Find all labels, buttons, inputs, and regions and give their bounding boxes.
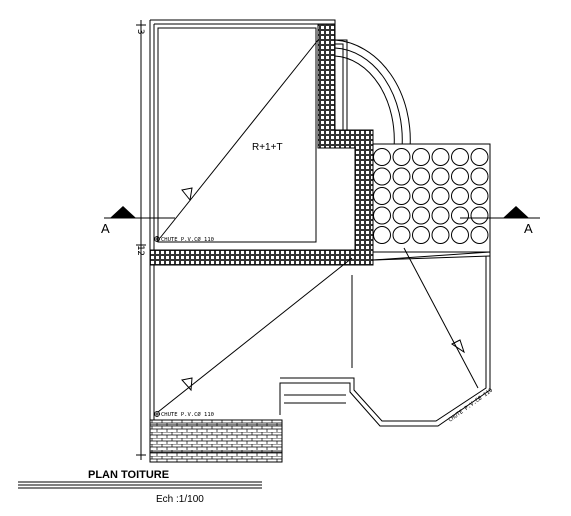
skylight-circle	[412, 226, 430, 244]
dimension-mid-label: 12	[135, 245, 145, 256]
skylight-circle	[392, 226, 411, 244]
skylight-circle	[373, 226, 391, 244]
drain-label-2: CHUTE P.V.CØ 110	[161, 411, 214, 418]
drain-marker-2	[154, 411, 160, 417]
room-label: R+1+T	[252, 142, 283, 153]
skylight-circle	[431, 167, 450, 186]
upper-room-outline	[157, 27, 317, 243]
skylight-circle	[392, 148, 411, 166]
skylight-circle	[431, 187, 450, 205]
skylight-circle	[373, 167, 391, 186]
skylight-circle	[470, 187, 489, 205]
plan-title: PLAN TOITURE	[88, 469, 169, 481]
skylight-circle	[451, 206, 469, 225]
dimension-line-left	[136, 20, 146, 460]
roof-slope-lines	[157, 39, 479, 413]
skylight-circle	[451, 148, 469, 166]
brick-strip	[149, 419, 283, 463]
skylight-circle	[431, 226, 450, 244]
drain-marker-1	[154, 236, 160, 242]
skylight-circle	[431, 148, 450, 166]
section-marker-right	[460, 206, 540, 219]
skylight-panel	[372, 143, 491, 253]
skylight-circle	[412, 148, 430, 166]
drain-label-3: CHUTE P.V.CØ 110	[447, 387, 494, 424]
skylight-circle	[373, 148, 391, 166]
skylight-circle	[392, 167, 411, 186]
skylight-circle	[373, 187, 391, 205]
section-label-left: A	[101, 221, 110, 236]
skylight-circle	[412, 206, 430, 225]
drain-label-1: CHUTE P.V.CØ 110	[161, 236, 214, 243]
scale-label: Ech :1/100	[156, 494, 204, 505]
skylight-circle	[470, 167, 489, 186]
skylight-circle	[470, 226, 489, 244]
skylight-circle	[451, 187, 469, 205]
section-label-right: A	[524, 221, 533, 236]
skylight-circle	[412, 187, 430, 205]
lower-right-outline	[279, 251, 491, 427]
skylight-circle	[373, 206, 391, 225]
skylight-circle	[451, 226, 469, 244]
skylight-circle	[451, 167, 469, 186]
curved-balcony	[334, 39, 411, 149]
skylight-circle	[392, 206, 411, 225]
skylight-circle	[412, 167, 430, 186]
skylight-circle	[470, 148, 489, 166]
skylight-circle	[470, 206, 489, 225]
skylight-circle	[431, 206, 450, 225]
hatched-parapet-wall	[149, 23, 374, 266]
skylight-circle	[392, 187, 411, 205]
dimension-top-label: 3	[135, 29, 145, 34]
skylight-circles	[373, 148, 489, 244]
section-marker-left	[104, 206, 175, 219]
title-underline	[18, 481, 262, 489]
